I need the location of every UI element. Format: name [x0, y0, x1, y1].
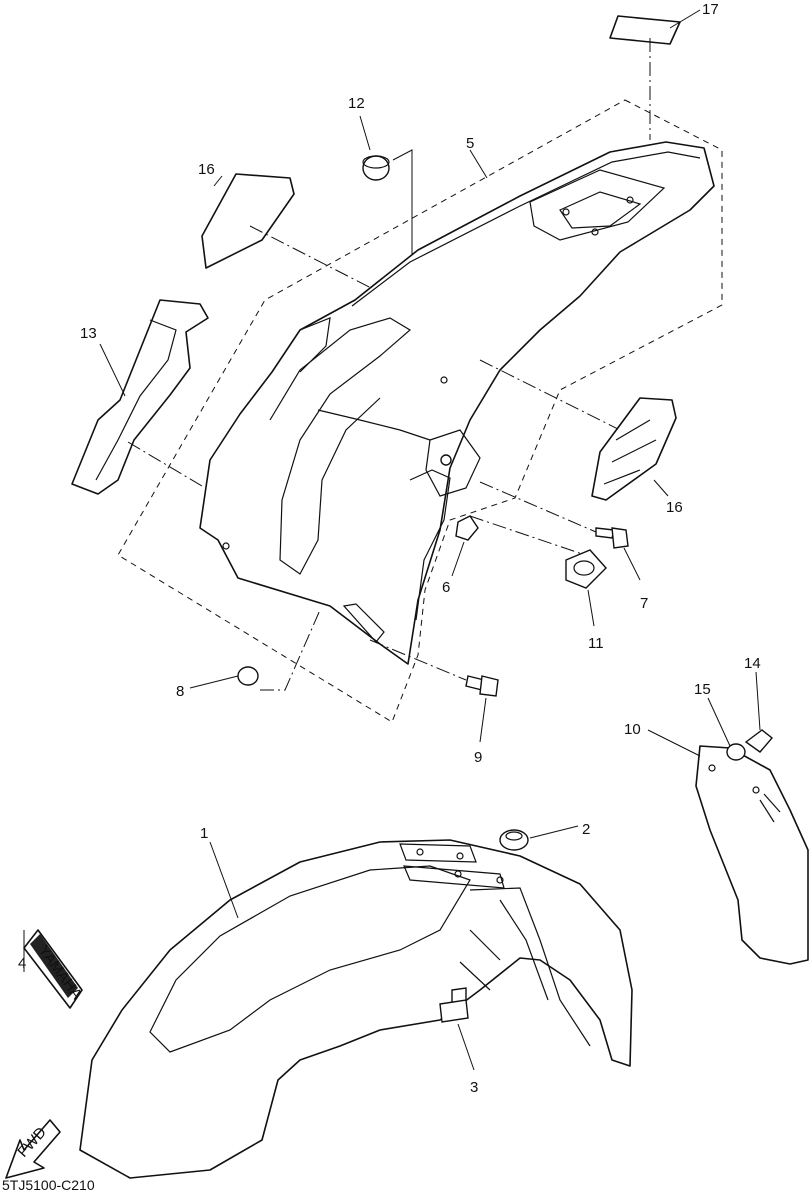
- callout-9: 9: [474, 749, 482, 766]
- part-7-bolt: [479, 481, 641, 581]
- callout-5: 5: [466, 135, 474, 152]
- callout-16-left: 16: [198, 161, 215, 178]
- callout-11: 11: [588, 635, 604, 652]
- callout-14: 14: [744, 655, 761, 672]
- callout-7: 7: [640, 595, 648, 612]
- part-9-bolt: [369, 639, 499, 743]
- callout-17: 17: [702, 1, 719, 18]
- part-13-guard: [71, 299, 213, 495]
- part-16-left-decal: [201, 173, 376, 291]
- diagram-code: 5TJ5100-C210: [2, 1177, 95, 1193]
- assembly-outline: [117, 99, 723, 723]
- callout-15: 15: [694, 681, 711, 698]
- callout-4: 4: [18, 955, 26, 972]
- part-6-nut: [451, 515, 601, 577]
- part-15-washer: [707, 697, 746, 761]
- callout-16-right: 16: [666, 499, 683, 516]
- part-14-screw: [744, 671, 774, 753]
- callout-13: 13: [80, 325, 97, 342]
- part-1-front-fender: [79, 839, 633, 1179]
- part-5-rear-fender: [199, 141, 715, 665]
- part-17-sticker: [609, 9, 701, 140]
- callout-10: 10: [624, 721, 641, 738]
- callout-12: 12: [348, 95, 365, 112]
- part-3-bolt: [439, 987, 475, 1071]
- part-16-right-decal: [591, 397, 677, 501]
- fwd-arrow-icon: FWD: [5, 1119, 61, 1179]
- callout-6: 6: [442, 579, 450, 596]
- part-8-collar: [189, 609, 321, 691]
- part-11-grommet: [565, 549, 607, 627]
- callout-3: 3: [470, 1079, 478, 1096]
- callout-2: 2: [582, 821, 590, 838]
- part-2-collar: [499, 825, 579, 851]
- callout-1: 1: [200, 825, 208, 842]
- callout-8: 8: [176, 683, 184, 700]
- part-10-mudflap: [647, 729, 809, 965]
- part-4-yamaha-decal: YAMAHA: [23, 929, 85, 1009]
